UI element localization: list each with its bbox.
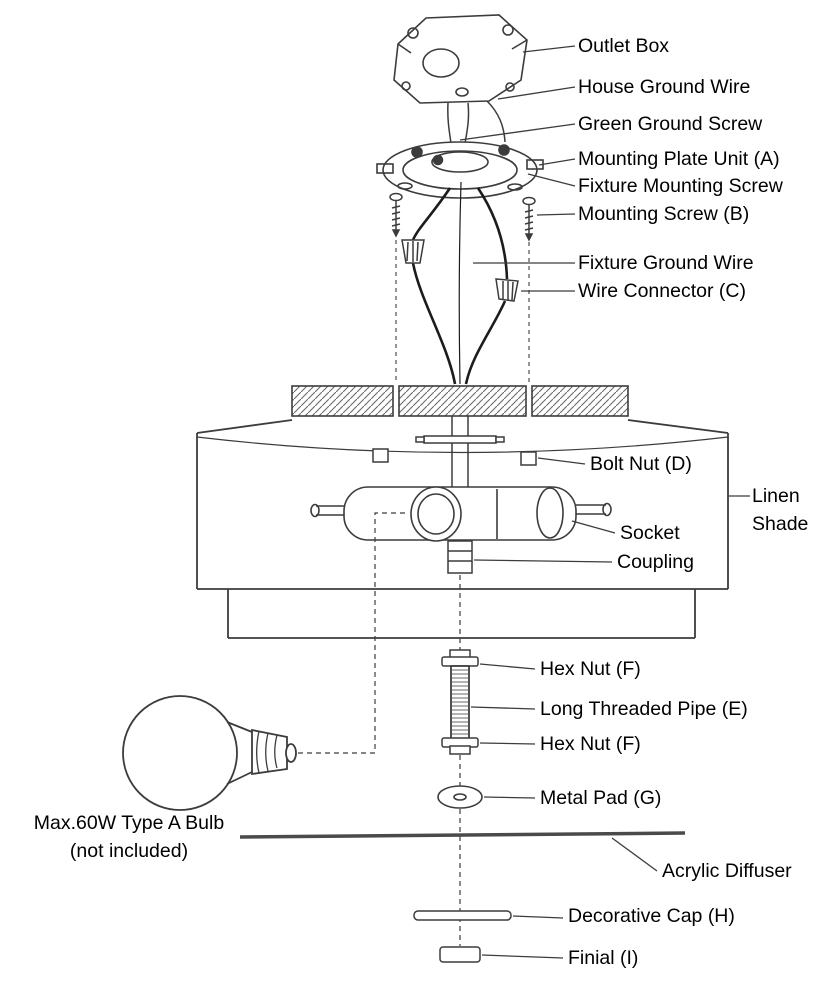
canopy-drawing [291,385,629,417]
label-decorative-cap: Decorative Cap (H) [568,905,735,927]
socket-drawing [310,486,612,542]
label-bulb-note-line2: (not included) [70,840,188,862]
label-coupling: Coupling [617,551,694,573]
label-wire-connector: Wire Connector (C) [578,280,746,302]
label-finial: Finial (I) [568,947,638,969]
label-mounting-plate-unit: Mounting Plate Unit (A) [578,148,780,170]
label-linen-shade-line1: Linen [752,485,800,507]
finial-drawing [439,946,481,963]
label-hex-nut-upper: Hex Nut (F) [540,658,641,680]
stem-drawing [415,416,505,487]
label-socket: Socket [620,522,680,544]
label-acrylic-diffuser: Acrylic Diffuser [662,860,792,882]
bulb-drawing [122,695,297,811]
metal-pad-drawing [437,785,483,809]
mounting-plate-drawing [376,141,544,199]
labels: Outlet Box House Ground Wire Green Groun… [34,35,809,969]
label-bolt-nut: Bolt Nut (D) [590,453,692,475]
label-metal-pad: Metal Pad (G) [540,787,661,809]
label-outlet-box: Outlet Box [578,35,669,57]
label-hex-nut-lower: Hex Nut (F) [540,733,641,755]
screw-guide-dashed-lines [395,240,530,384]
label-green-ground-screw: Green Ground Screw [578,113,763,135]
mounting-screws-drawing [389,192,536,242]
shade-drawing [196,419,729,639]
label-fixture-ground-wire: Fixture Ground Wire [578,252,754,274]
hardware-stack-drawing [441,649,479,755]
bulb-to-socket-dashed-line [298,512,408,754]
coupling-drawing [447,540,473,574]
label-linen-shade-line2: Shade [752,513,808,535]
label-fixture-mounting-screw: Fixture Mounting Screw [578,175,784,197]
leader-lines [459,45,750,959]
decorative-cap-drawing [413,910,512,921]
wire-connectors-drawing [401,239,519,302]
label-long-threaded-pipe: Long Threaded Pipe (E) [540,698,748,720]
diffuser-drawing [239,831,686,839]
fixture-wires-drawing [411,181,509,385]
label-mounting-screw: Mounting Screw (B) [578,203,749,225]
bolt-nuts-drawing [372,448,537,466]
label-house-ground-wire: House Ground Wire [578,76,750,98]
label-bulb-note-line1: Max.60W Type A Bulb [34,812,225,834]
outlet-box-drawing [393,14,528,104]
